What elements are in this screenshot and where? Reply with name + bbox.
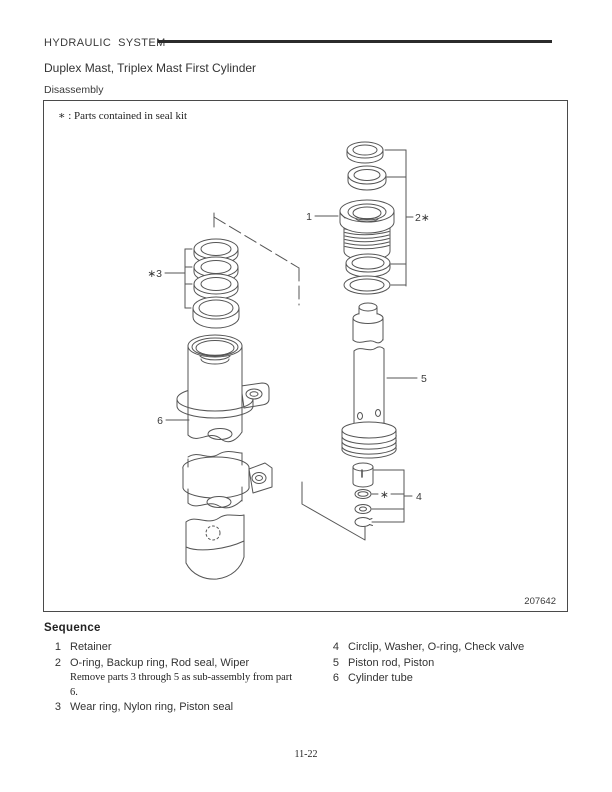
retainer-part — [339, 199, 395, 261]
rod-seal-ring — [347, 165, 387, 191]
item-number: 6 — [332, 672, 339, 684]
item-text: O-ring, Backup ring, Rod seal, Wiper — [70, 656, 250, 669]
figure-box: ∗ : Parts contained in seal kit — [43, 100, 568, 612]
page-header: HYDRAULIC SYSTEM — [44, 37, 166, 49]
piston-seal-band — [192, 296, 240, 329]
callout-1-label: 1 — [306, 211, 312, 223]
sequence-item-4: 4 Circlip, Washer, O-ring, Check valve — [322, 640, 562, 656]
washer — [354, 504, 372, 514]
cylinder-tube — [176, 334, 273, 580]
header-rule — [158, 40, 552, 43]
page-title: Duplex Mast, Triplex Mast First Cylinder — [44, 61, 257, 75]
item-text: Retainer — [70, 641, 112, 653]
check-valve — [352, 462, 374, 488]
backup-ring — [345, 253, 391, 278]
sequence-item-5: 5 Piston rod, Piston — [322, 656, 562, 672]
item-text: Circlip, Washer, O-ring, Check valve — [348, 641, 525, 653]
callout-retainer: 1 — [306, 211, 339, 223]
sequence-item-6: 6 Cylinder tube — [322, 671, 562, 687]
item-number: 4 — [332, 641, 339, 653]
sequence-item-2: 2 O-ring, Backup ring, Rod seal, Wiper — [44, 656, 316, 672]
sequence-section: Sequence 1 Retainer 2 O-ring, Backup rin… — [44, 622, 572, 713]
seal-kit-note: ∗ : Parts contained in seal kit — [58, 110, 188, 122]
callout-6-label: 6 — [157, 415, 163, 427]
piston-rod — [341, 302, 397, 459]
check-valve-o-ring — [354, 489, 372, 499]
sequence-column-right: 4 Circlip, Washer, O-ring, Check valve 5… — [322, 640, 562, 687]
callout-4-label: 4 — [416, 491, 422, 503]
figure-number: 207642 — [524, 596, 556, 607]
wiper-ring — [346, 141, 384, 164]
callout-piston-rod: 5 — [386, 373, 427, 385]
item-text: Cylinder tube — [348, 672, 413, 684]
circlip — [354, 517, 374, 527]
bracket-rod-seal-group: 2∗ — [384, 149, 430, 287]
seal-kit-star-marker: ∗ — [380, 489, 389, 501]
sub-assembly-leader-top — [213, 212, 300, 306]
sequence-heading: Sequence — [44, 622, 101, 634]
item-text: Wear ring, Nylon ring, Piston seal — [70, 701, 234, 713]
callout-cylinder-tube: 6 — [157, 415, 190, 427]
callout-5-label: 5 — [421, 373, 427, 385]
piston-seal-ring — [193, 273, 239, 300]
item-number: 1 — [54, 641, 61, 653]
item-text: Piston rod, Piston — [348, 656, 435, 669]
callout-2-label: 2∗ — [415, 212, 430, 224]
sequence-item-2-note: Remove parts 3 through 5 as sub-assembly… — [70, 672, 293, 698]
sequence-item-1: 1 Retainer — [44, 640, 316, 656]
sequence-item-3: 3 Wear ring, Nylon ring, Piston seal — [44, 700, 316, 716]
item-number: 3 — [54, 701, 61, 713]
item-number: 5 — [332, 656, 339, 669]
page-number: 11-22 — [294, 749, 318, 760]
item-number: 2 — [54, 656, 61, 669]
sub-assembly-leader-bottom — [301, 481, 366, 541]
callout-3-label: ∗3 — [147, 268, 162, 280]
sequence-column-left: 1 Retainer 2 O-ring, Backup ring, Rod se… — [44, 640, 316, 716]
bracket-piston-seal-group: ∗3 — [147, 248, 193, 309]
bracket-check-valve-group: ∗ 4 — [371, 469, 422, 523]
exploded-diagram: 1 2∗ — [147, 141, 430, 580]
section-subtitle: Disassembly — [44, 84, 104, 96]
o-ring-top — [343, 275, 391, 295]
